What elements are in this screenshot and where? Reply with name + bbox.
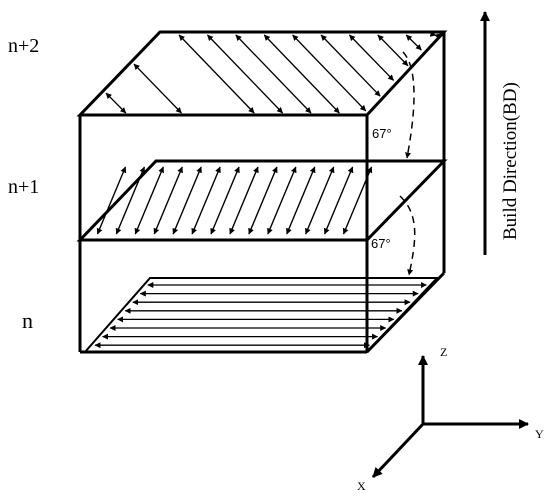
scan-vector <box>106 93 126 113</box>
scan-vector <box>264 35 339 113</box>
scan-vector <box>293 35 366 111</box>
scan-vector <box>179 35 254 113</box>
build-direction-label: Build Direction(BD) <box>500 82 521 240</box>
bottom-layer <box>85 278 437 352</box>
scan-vector <box>321 35 380 96</box>
scan-vector <box>349 35 393 80</box>
scan-vector <box>134 64 181 113</box>
coordinate-axes: Z Y X <box>357 345 544 493</box>
layer-label-bottom: n <box>22 308 33 333</box>
x-axis <box>373 424 423 477</box>
middle-layer-plane <box>80 161 444 240</box>
rotation-angle-upper-label: 67° <box>372 126 392 141</box>
bottom-layer-scan-vectors <box>95 285 426 345</box>
scan-vector <box>406 35 421 50</box>
top-layer-plane <box>80 32 444 115</box>
middle-layer <box>80 161 444 240</box>
rotation-angle-lower-label: 67° <box>371 236 391 251</box>
x-axis-label: X <box>357 479 366 493</box>
top-layer <box>80 32 444 115</box>
scan-vector <box>236 35 311 113</box>
layer-label-top: n+2 <box>8 35 39 57</box>
rotation-arc-lower <box>400 196 415 275</box>
bottom-layer-plane <box>85 278 437 352</box>
y-axis-label: Y <box>535 427 544 441</box>
layer-label-middle: n+1 <box>8 176 39 198</box>
z-axis-label: Z <box>440 345 447 359</box>
scan-vector <box>207 35 282 113</box>
scan-vector <box>378 35 408 66</box>
top-layer-scan-vectors <box>106 35 436 113</box>
